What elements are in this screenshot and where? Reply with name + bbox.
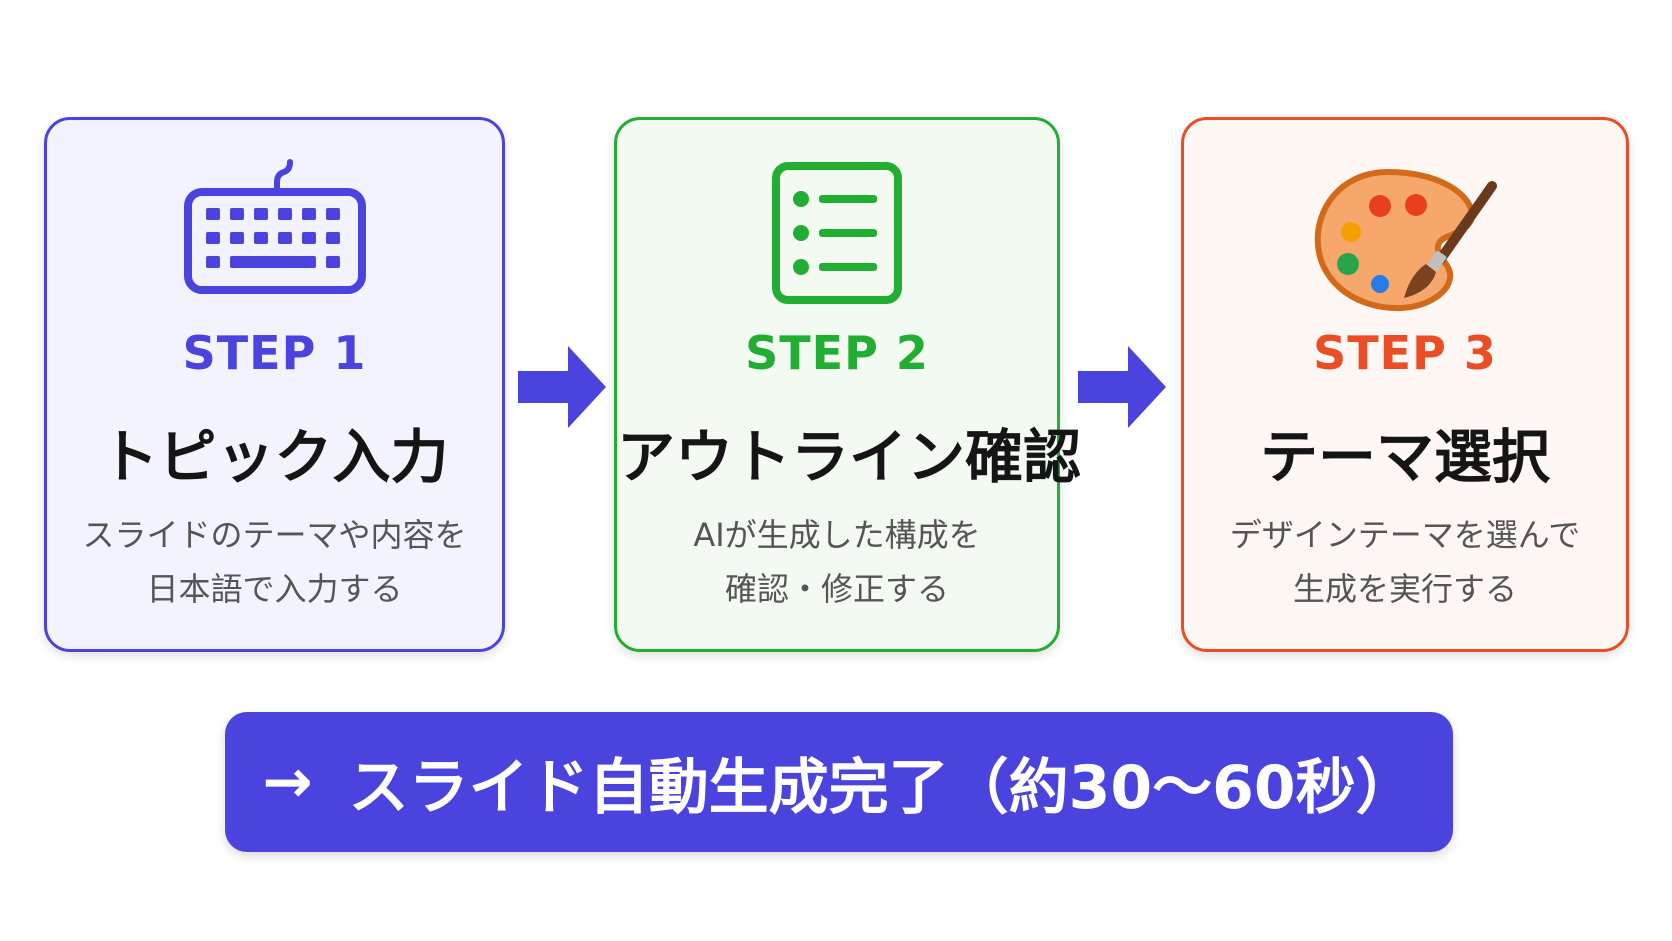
step-1-desc-line: スライドのテーマや内容を [82,516,467,554]
banner-text: スライド自動生成完了（約30〜60秒） [348,752,1416,823]
step-2-desc-line: AIが生成した構成を [693,516,981,554]
step-1-description: スライドのテーマや内容を 日本語で入力する [47,508,502,616]
step-3-label: STEP 3 [1313,326,1497,380]
step-2-title: アウトライン確認 [617,423,1082,491]
arrow-right-icon [1078,346,1166,428]
step-2-label: STEP 2 [745,326,929,380]
step-2-card: STEP 2 アウトライン確認 AIが生成した構成を 確認・修正する [614,117,1082,652]
banner-arrow-icon: → [262,747,313,817]
step-3-description: デザインテーマを選んで 生成を実行する [1184,508,1626,616]
list-document-icon [772,162,902,304]
step-1-title: トピック入力 [100,423,449,491]
arrow-right-icon [518,346,606,428]
step-3-desc-line: デザインテーマを選んで [1229,516,1581,554]
step-2-description: AIが生成した構成を 確認・修正する [617,508,1057,616]
palette-icon [1314,168,1497,312]
keyboard-icon [183,159,366,294]
step-1-card: STEP 1 トピック入力 スライドのテーマや内容を 日本語で入力する [44,117,505,652]
step-1-desc-line: 日本語で入力する [146,570,403,608]
step-2-desc-line: 確認・修正する [724,570,949,608]
completion-banner: → スライド自動生成完了（約30〜60秒） [225,712,1453,852]
step-3-desc-line: 生成を実行する [1292,570,1517,608]
step-3-title: テーマ選択 [1259,423,1550,491]
step-1-label: STEP 1 [182,326,367,380]
step-3-card: STEP 3 テーマ選択 デザインテーマを選んで 生成を実行する [1181,117,1629,652]
